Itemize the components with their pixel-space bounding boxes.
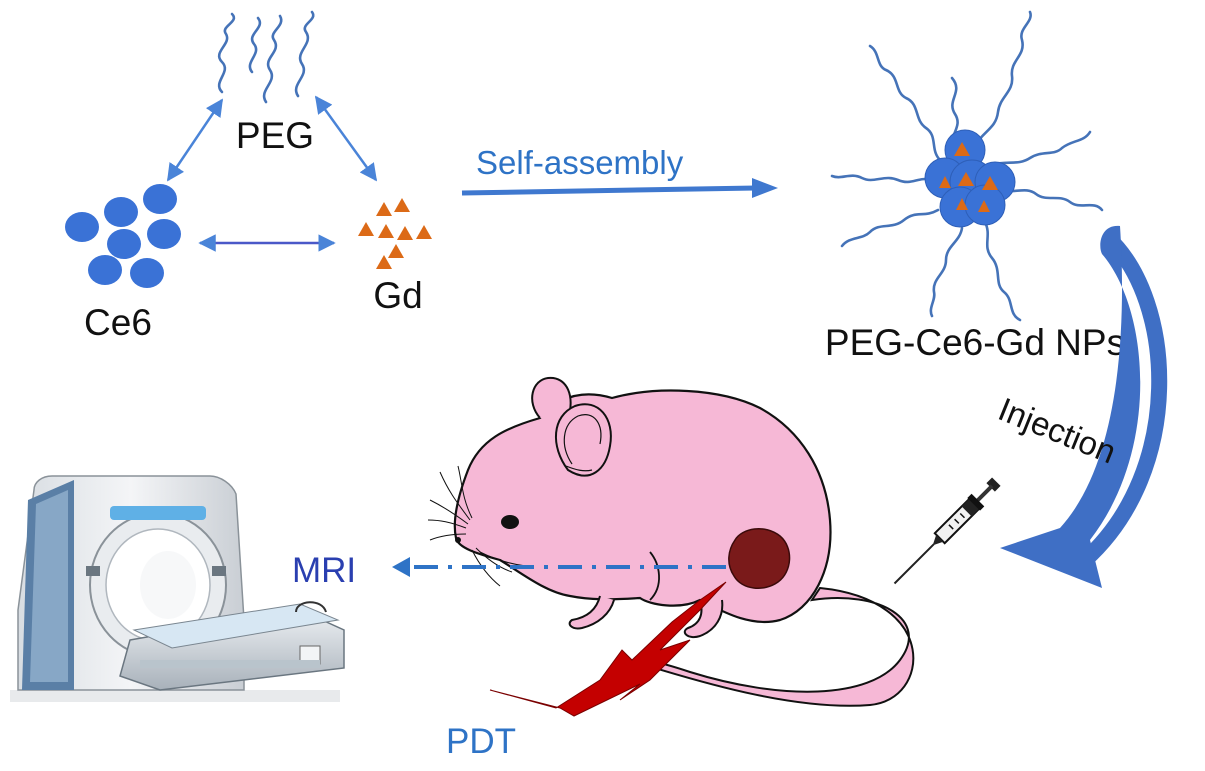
ce6-label: Ce6 — [84, 302, 152, 343]
mri-scanner-icon — [10, 475, 345, 702]
gd-label: Gd — [373, 275, 422, 316]
peg-gd-arrow — [314, 95, 378, 182]
syringe-icon — [893, 477, 1001, 585]
peg-chains-icon — [217, 10, 315, 104]
mri-label: MRI — [292, 551, 356, 590]
peg-label: PEG — [236, 115, 314, 156]
pdt-lightning-icon — [489, 581, 727, 717]
injection-label: Injection — [993, 390, 1121, 470]
nanoparticle-icon — [830, 10, 1104, 322]
tumor-icon — [728, 528, 791, 589]
ce6-molecules-icon — [65, 184, 181, 288]
mri-signal-arrow — [392, 557, 726, 577]
injection-arrow — [1000, 225, 1168, 588]
peg-ce6-arrow — [166, 98, 224, 182]
pdt-label: PDT — [446, 722, 516, 761]
self-assembly-label: Self-assembly — [476, 144, 684, 181]
gd-ions-icon — [358, 198, 432, 269]
self-assembly-arrow — [461, 178, 778, 198]
nanoparticles-label: PEG-Ce6-Gd NPs — [825, 322, 1125, 363]
